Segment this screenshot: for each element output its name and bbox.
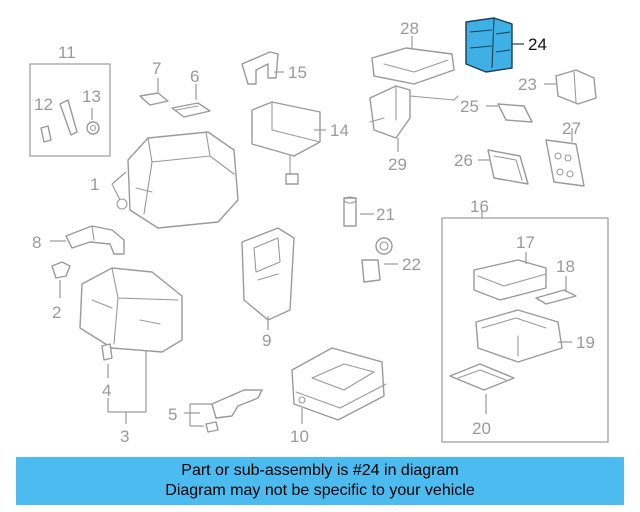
part-29-hinge (369, 85, 459, 152)
part-12b-illustration (59, 99, 78, 136)
callout-1: 1 (90, 175, 99, 194)
part-1-console-housing (111, 131, 239, 229)
part-12-illustration (40, 125, 52, 143)
callout-29: 29 (388, 155, 407, 174)
part-17-illustration (473, 259, 547, 301)
part-23 (544, 69, 597, 105)
part-22 (361, 237, 398, 283)
callout-13: 13 (82, 87, 101, 106)
callout-21: 21 (376, 205, 395, 224)
callout-12: 12 (34, 95, 53, 114)
callout-27: 27 (562, 119, 581, 138)
callout-23: 23 (518, 75, 537, 94)
banner-line-2: Diagram may not be specific to your vehi… (165, 482, 475, 499)
callout-7: 7 (152, 59, 161, 78)
callout-10: 10 (290, 427, 309, 446)
callout-3: 3 (120, 427, 129, 446)
part-3-console-base (79, 267, 183, 353)
part-24-highlighted (465, 17, 524, 73)
callout-20: 20 (472, 419, 491, 438)
part-15-bracket (241, 51, 284, 85)
callout-14: 14 (330, 121, 349, 140)
callout-19: 19 (576, 333, 595, 352)
callout-11: 11 (58, 43, 76, 62)
callout-26: 26 (454, 151, 473, 170)
callout-6: 6 (190, 67, 199, 86)
part-21 (343, 196, 374, 227)
callout-24-highlighted: 24 (528, 35, 547, 54)
part-group-16 (441, 210, 609, 443)
part-27 (545, 128, 585, 187)
part-18-illustration (535, 289, 577, 305)
part-6-illustration (171, 102, 211, 118)
part-10-tray (291, 347, 387, 424)
callout-17: 17 (516, 233, 535, 252)
callout-18: 18 (556, 257, 575, 276)
part-13-illustration (86, 121, 100, 135)
part-19-illustration (475, 309, 563, 363)
part-7-illustration (139, 92, 169, 106)
callout-4: 4 (102, 381, 111, 400)
part-26 (478, 149, 529, 185)
part-14-storage-bin (251, 101, 326, 185)
callout-22: 22 (402, 255, 421, 274)
part-9-side-panel (241, 227, 295, 330)
callout-15: 15 (288, 63, 307, 82)
banner-line-1: Part or sub-assembly is #24 in diagram (181, 462, 459, 479)
part-28-lid (371, 36, 455, 85)
callout-25: 25 (460, 97, 479, 116)
part-4-clip (101, 343, 147, 424)
callout-16: 16 (470, 197, 489, 216)
part-8-bracket (50, 225, 125, 255)
callout-5: 5 (168, 405, 177, 424)
callout-labels: 1 2 3 4 5 6 7 8 9 10 11 12 13 14 15 16 1… (32, 19, 595, 446)
part-20-illustration (449, 363, 515, 391)
part-group-11 (29, 63, 111, 157)
part-25 (486, 103, 533, 123)
callout-28: 28 (400, 19, 419, 38)
part-7-6-pads (139, 78, 211, 118)
callout-2: 2 (52, 303, 61, 322)
part-2-clip (51, 261, 71, 298)
diagram-notice-banner: Part or sub-assembly is #24 in diagram D… (16, 457, 624, 505)
callout-8: 8 (32, 233, 41, 252)
part-5-bracket (184, 389, 263, 433)
callout-9: 9 (262, 331, 271, 350)
